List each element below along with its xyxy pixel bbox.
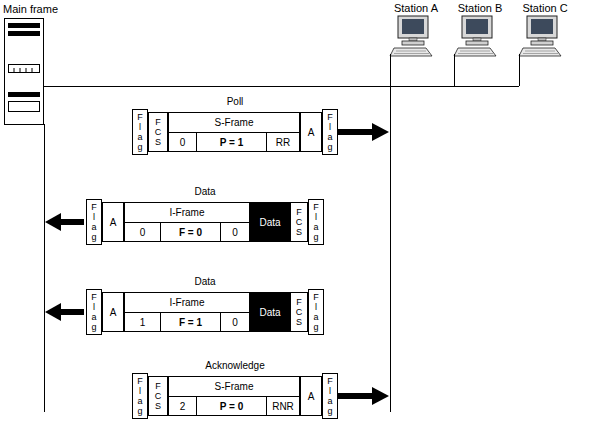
flag-field: Flag	[86, 289, 102, 335]
hdlc-frame: PollFlag FCS S-Frame 0 P = 1 RR A Flag	[132, 96, 338, 156]
mainframe-icon	[5, 19, 44, 125]
arrow-left	[45, 213, 84, 231]
field-text: I-Frame	[125, 203, 249, 222]
field-text: Flag	[135, 376, 145, 416]
flag-field: Flag	[322, 373, 338, 419]
station-drop	[454, 54, 455, 86]
field-text: FCS	[294, 297, 304, 327]
station-icon	[390, 16, 432, 56]
field-text: F = 1	[179, 317, 202, 328]
field-text: A	[308, 391, 315, 402]
flag-field: Flag	[132, 109, 148, 155]
field-text: 2	[180, 401, 186, 412]
field-text: P = 0	[220, 401, 243, 412]
control-subfield: F = 1	[160, 312, 221, 332]
hdlc-frame: DataFlagAI-Frame1F = 10DataFCSFlag	[86, 276, 324, 336]
arrow-right	[338, 387, 389, 405]
control-field: S-Frame 2 P = 0 RNR	[168, 376, 300, 416]
fcs-field: FCS	[148, 112, 168, 152]
station-drop	[519, 54, 520, 86]
control-subfield: RNR	[266, 396, 300, 416]
control-subfield: 1	[124, 312, 161, 332]
data-field: Data	[250, 202, 290, 242]
control-subfield: RR	[266, 132, 300, 152]
field-text: Station C	[515, 2, 575, 15]
field-text: 0	[180, 137, 186, 148]
fcs-field: FCS	[290, 202, 308, 242]
address-field: A	[102, 202, 124, 242]
field-text: A	[308, 127, 315, 138]
field-text: S-Frame	[169, 113, 299, 132]
flag-field: Flag	[322, 109, 338, 155]
control-subfield: P = 1	[196, 132, 267, 152]
flag-field: Flag	[308, 199, 324, 245]
address-field: A	[300, 112, 322, 152]
control-subfield: 0	[220, 312, 250, 332]
field-text: FCS	[153, 117, 163, 147]
field-text: Flag	[325, 376, 335, 416]
control-subfield: F = 0	[160, 222, 221, 242]
field-text: P = 1	[220, 137, 243, 148]
field-text: A	[110, 307, 117, 318]
flag-field: Flag	[308, 289, 324, 335]
control-subfield: 0	[220, 222, 250, 242]
field-text: Station A	[386, 2, 446, 15]
field-text: I-Frame	[125, 293, 249, 312]
field-text: Data	[259, 217, 280, 228]
fcs-field: FCS	[290, 292, 308, 332]
control-field: I-Frame 0 F = 0 0	[124, 202, 250, 242]
field-text: Data	[86, 276, 324, 288]
field-text: Flag	[89, 202, 99, 242]
field-text: F = 0	[179, 227, 202, 238]
control-subfield: 0	[124, 222, 161, 242]
field-text: FCS	[153, 381, 163, 411]
field-text: A	[110, 217, 117, 228]
field-text: Flag	[325, 112, 335, 152]
mainframe-timeline	[44, 124, 45, 412]
field-text: 1	[140, 317, 146, 328]
arrow-left	[45, 303, 84, 321]
device-label-box: Station A	[386, 2, 446, 54]
network-bus	[44, 86, 519, 87]
device-label-box: Station C	[515, 2, 575, 54]
control-subfield: 2	[168, 396, 197, 416]
data-field: Data	[250, 292, 290, 332]
hdlc-frame: DataFlagAI-Frame0F = 00DataFCSFlag	[86, 186, 324, 246]
field-text: RNR	[272, 401, 294, 412]
address-field: A	[300, 376, 322, 416]
field-text: Flag	[89, 292, 99, 332]
field-text: Flag	[135, 112, 145, 152]
fcs-field: FCS	[148, 376, 168, 416]
device-label-box: Main frame	[3, 3, 65, 125]
field-text: 0	[232, 227, 238, 238]
field-text: Data	[86, 186, 324, 198]
field-text: Flag	[311, 202, 321, 242]
control-field: I-Frame 1 F = 1 0	[124, 292, 250, 332]
control-subfield: 0	[168, 132, 197, 152]
field-text: Main frame	[3, 3, 65, 16]
field-text: Station B	[450, 2, 510, 15]
field-text: RR	[276, 137, 290, 148]
hdlc-frame: AcknowledgeFlag FCS S-Frame 2 P = 0 RNR A Flag	[132, 360, 338, 420]
control-field: S-Frame 0 P = 1 RR	[168, 112, 300, 152]
arrow-right	[338, 123, 389, 141]
field-text: Acknowledge	[132, 360, 338, 372]
field-text: Flag	[311, 292, 321, 332]
control-subfield: P = 0	[196, 396, 267, 416]
station-icon	[519, 16, 561, 56]
device-label-box: Station B	[450, 2, 510, 54]
address-field: A	[102, 292, 124, 332]
field-text: 0	[232, 317, 238, 328]
field-text: Poll	[132, 96, 338, 108]
field-text: FCS	[294, 207, 304, 237]
flag-field: Flag	[132, 373, 148, 419]
field-text: S-Frame	[169, 377, 299, 396]
station-timeline	[390, 54, 391, 412]
flag-field: Flag	[86, 199, 102, 245]
field-text: Data	[259, 307, 280, 318]
station-icon	[454, 16, 496, 56]
field-text: 0	[140, 227, 146, 238]
